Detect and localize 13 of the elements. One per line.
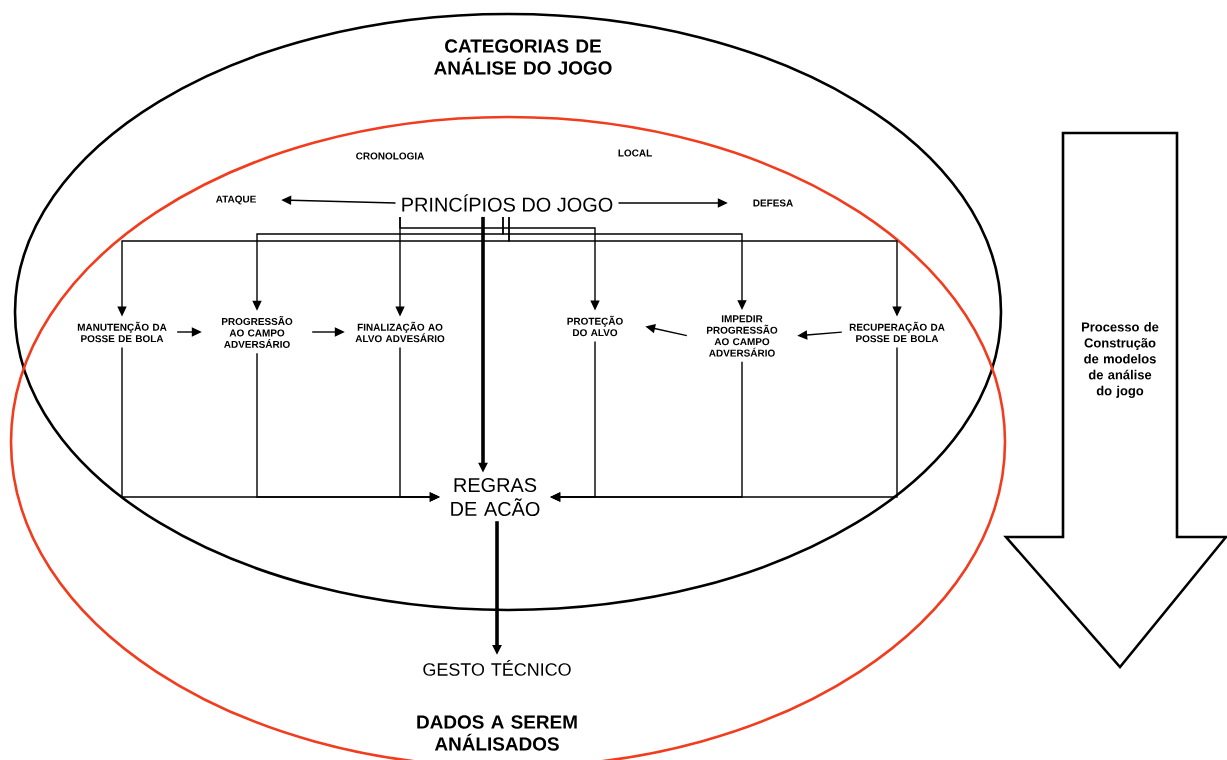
phase-label: PROGRESSÃO AO CAMPO ADVERSÁRIO: [221, 316, 293, 348]
concept-label: ATAQUE: [215, 195, 256, 205]
category-label: LOCAL: [618, 149, 652, 157]
phase-label: MANUTENÇÃO DA POSSE DE BOLA: [77, 321, 167, 343]
concept-label: PRINCÍPIOS DO JOGO: [402, 194, 613, 212]
category-label: CRONOLOGIA: [356, 152, 425, 160]
concept-label: GESTO TÉCNICO: [423, 660, 571, 676]
phase-label: FINALIZAÇÃO AO ALVO ADVESÁRIO: [355, 321, 445, 343]
phase-label: IMPEDIR PROGRESSÃO AO CAMPO ADVERSÁRIO: [706, 315, 778, 357]
concept-label: DEFESA: [753, 199, 793, 207]
phase-label: RECUPERAÇÃO DA POSSE DE BOLA: [849, 321, 945, 343]
concept-label: REGRAS DE ACÃO: [451, 478, 540, 516]
phase-label: PROTEÇÃO DO ALVO: [567, 315, 623, 337]
